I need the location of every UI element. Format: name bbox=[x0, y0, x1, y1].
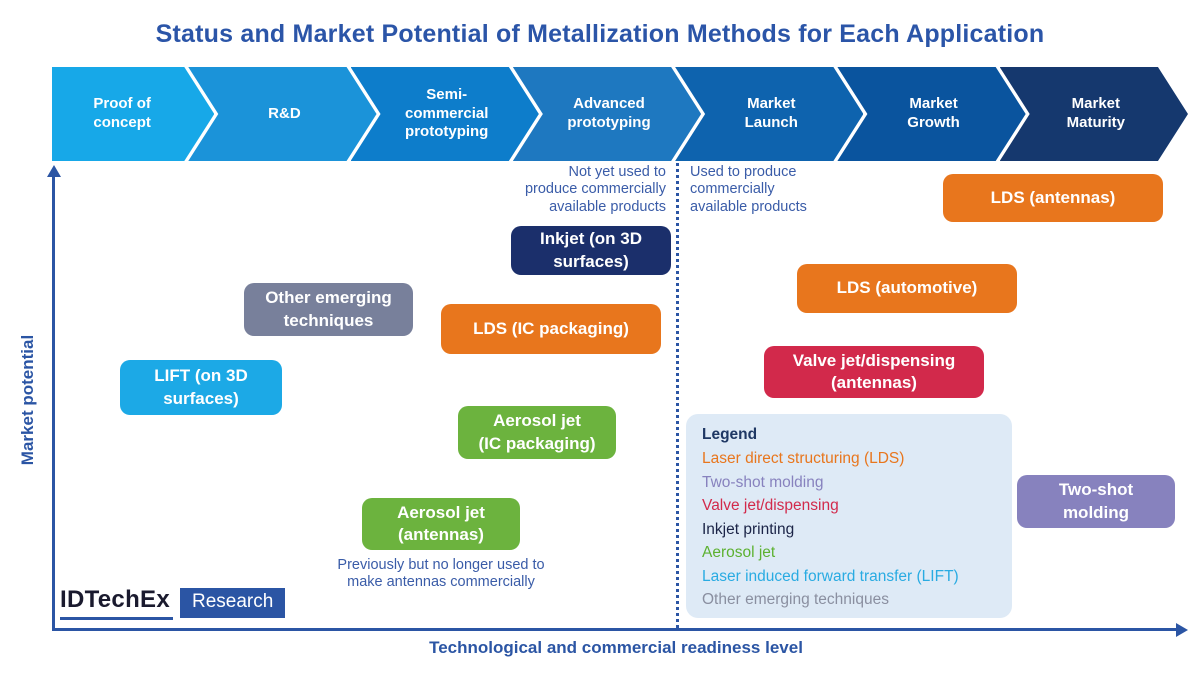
method-box-aerosol-jet-ic-packaging: Aerosol jet (IC packaging) bbox=[458, 406, 616, 459]
method-box-lds-automotive: LDS (automotive) bbox=[797, 264, 1017, 313]
note-used-commercially: Used to produce commercially available p… bbox=[690, 164, 807, 215]
method-box-valve-jet-dispensing-antennas: Valve jet/dispensing (antennas) bbox=[764, 346, 984, 398]
method-box-aerosol-jet-antennas: Aerosol jet (antennas) bbox=[362, 498, 520, 550]
method-box-lds-antennas: LDS (antennas) bbox=[943, 174, 1163, 222]
stage-label: Market Growth bbox=[907, 95, 960, 131]
legend-title: Legend bbox=[702, 426, 758, 443]
stage-chevron-3: Semi- commercial prototyping bbox=[351, 67, 539, 161]
x-axis-line bbox=[52, 628, 1180, 631]
stage-chevron-7: Market Maturity bbox=[1000, 67, 1188, 161]
stage-label: Semi- commercial prototyping bbox=[405, 85, 489, 141]
stage-label: R&D bbox=[268, 104, 301, 122]
legend-item: Inkjet printing bbox=[702, 520, 795, 538]
idtechex-logo: IDTechEx Research bbox=[60, 586, 286, 620]
legend-item: Valve jet/dispensing bbox=[702, 497, 839, 514]
x-axis-arrow-icon bbox=[1176, 622, 1188, 637]
legend-item: Other emerging techniques bbox=[702, 591, 889, 608]
method-box-other-emerging-techniques: Other emerging techniques bbox=[244, 283, 413, 336]
idtechex-logo-wordmark: IDTechEx bbox=[60, 586, 173, 620]
stage-label: Market Launch bbox=[744, 95, 798, 131]
page-title: Status and Market Potential of Metalliza… bbox=[155, 20, 1045, 48]
legend-item: Laser direct structuring (LDS) bbox=[702, 450, 905, 467]
legend-item: Aerosol jet bbox=[702, 544, 776, 561]
stage-chevron-2: R&D bbox=[188, 67, 376, 161]
note-not-yet-commercial: Not yet used to produce commercially ava… bbox=[524, 164, 666, 215]
x-axis-label: Technological and commercial readiness l… bbox=[429, 638, 803, 657]
stage-chevron-6: Market Growth bbox=[837, 67, 1025, 161]
note-previously-antennas: Previously but no longer used to make an… bbox=[337, 557, 545, 591]
legend-item: Laser induced forward transfer (LIFT) bbox=[702, 567, 959, 585]
stage-label: Market Maturity bbox=[1066, 95, 1125, 131]
method-box-lds-ic-packaging: LDS (IC packaging) bbox=[441, 304, 661, 354]
commercial-divider-dotted-line bbox=[676, 163, 679, 628]
legend-item: Two-shot molding bbox=[702, 473, 824, 491]
stage-chevron-4: Advanced prototyping bbox=[513, 67, 701, 161]
method-box-two-shot-molding: Two-shot molding bbox=[1017, 475, 1175, 528]
stage-label: Proof of concept bbox=[93, 95, 151, 131]
method-box-lift-3d-surfaces: LIFT (on 3D surfaces) bbox=[120, 360, 282, 415]
legend-items: Laser direct structuring (LDS) Two-shot m… bbox=[702, 447, 1012, 612]
stage-label: Advanced prototyping bbox=[567, 95, 651, 131]
stage-chevron-5: Market Launch bbox=[675, 67, 863, 161]
stage-chevron-1: Proof of concept bbox=[52, 67, 214, 161]
y-axis-arrow-icon bbox=[46, 165, 61, 177]
y-axis-label: Market potential bbox=[18, 334, 37, 466]
y-axis-line bbox=[52, 176, 55, 630]
legend: Legend Laser direct structuring (LDS) Two… bbox=[686, 414, 1012, 618]
stage-band: Proof of concept R&D Semi- commercial prot… bbox=[52, 67, 1188, 161]
idtechex-logo-research-badge: Research bbox=[180, 588, 286, 618]
method-box-inkjet-3d-surfaces: Inkjet (on 3D surfaces) bbox=[511, 226, 671, 275]
